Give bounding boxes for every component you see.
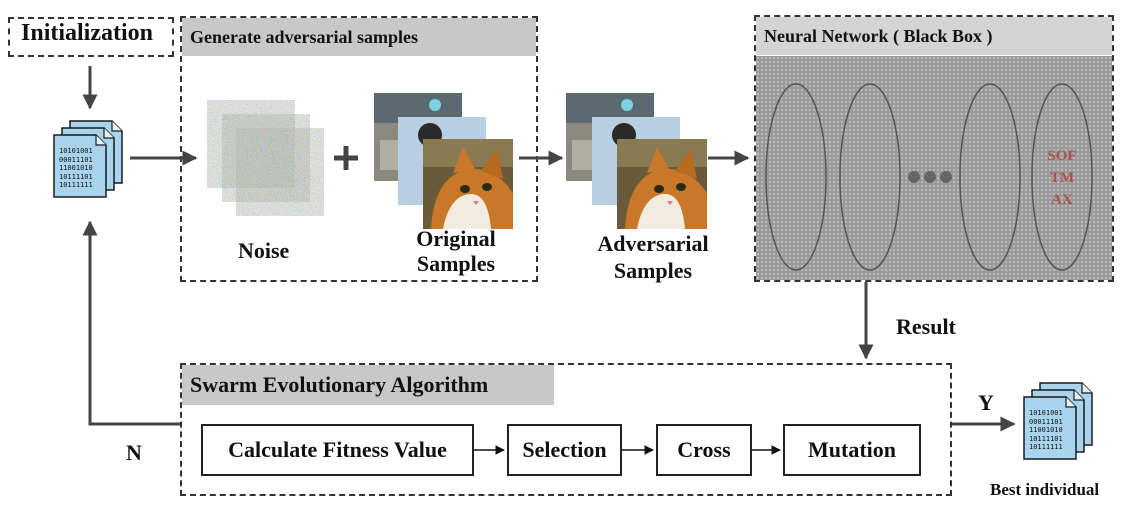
calculate-fitness-box: Calculate Fitness Value [201,424,474,476]
cross-box: Cross [656,424,752,476]
adversarial-samples-label: Adversarial Samples [597,231,709,283]
network-box [754,15,1114,282]
original-samples-label: Original Samples [416,226,496,276]
generate-header: Generate adversarial samples [182,18,536,56]
best-individual-label: Best individual [990,480,1100,499]
result-label: Result [896,314,956,339]
softmax-label: SOF TM AX [1047,148,1077,208]
selection-box: Selection [507,424,622,476]
input-doc-binary: 10101001 00011101 11001010 10111101 1011… [59,147,93,189]
swarm-box [180,363,952,496]
initialization-box [8,17,174,57]
noise-label: Noise [238,238,290,263]
no-branch-label: N [126,440,142,465]
network-header: Neural Network ( Black Box ) [756,17,1112,55]
yes-branch-label: Y [978,390,994,415]
network-body [756,56,1112,280]
mutation-box: Mutation [783,424,921,476]
swarm-header: Swarm Evolutionary Algorithm [182,365,554,405]
best-doc-binary: 10101001 00011101 11001010 10111101 1011… [1029,409,1063,451]
initialization-label: Initialization [21,20,154,46]
generate-box [180,16,538,282]
